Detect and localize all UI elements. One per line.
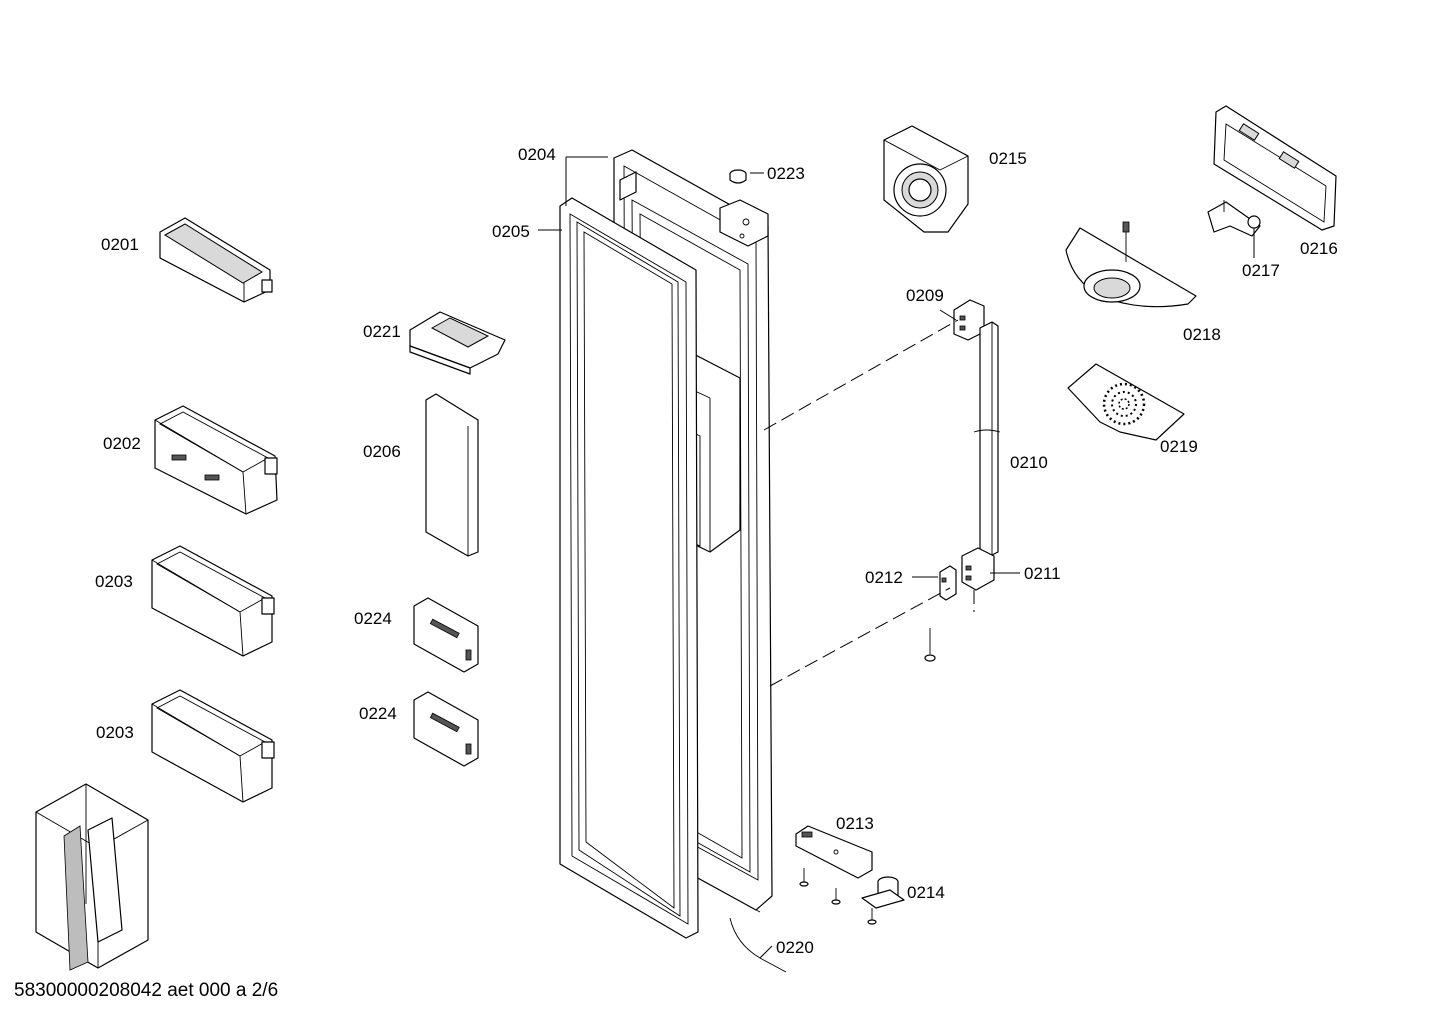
door-bin-0202 [154, 405, 278, 515]
cover-0224-lower [413, 691, 479, 767]
funnel-0218 [1065, 221, 1197, 308]
door-shelf-0201 [159, 217, 273, 303]
label-0212: 0212 [865, 568, 903, 587]
bracket-0211 [961, 547, 995, 591]
lever-0217 [1207, 200, 1261, 237]
label-0202: 0202 [103, 434, 141, 453]
door-bin-0203-lower [151, 689, 275, 803]
label-0224-upper: 0224 [354, 609, 392, 628]
dispenser-cover-0221 [409, 311, 506, 375]
label-0215: 0215 [989, 149, 1027, 168]
label-0223: 0223 [767, 164, 805, 183]
label-0220: 0220 [776, 938, 814, 957]
screws-0214 [799, 868, 877, 925]
label-0210: 0210 [1010, 453, 1048, 472]
label-0201: 0201 [101, 235, 139, 254]
door-bin-0203-upper [151, 545, 275, 657]
label-0218: 0218 [1183, 325, 1221, 344]
grille-0219 [1067, 363, 1185, 441]
screw-near-0211 [924, 628, 936, 662]
label-0213: 0213 [836, 814, 874, 833]
label-0204: 0204 [518, 145, 556, 164]
label-0203-upper: 0203 [95, 572, 133, 591]
label-0203-lower: 0203 [96, 723, 134, 742]
door-gasket-0205 [559, 197, 699, 939]
fridge-locator-icon [35, 783, 149, 971]
label-0216: 0216 [1300, 239, 1338, 258]
assembly-line-upper [763, 319, 959, 431]
clip-0212 [939, 565, 957, 601]
cover-0224-upper [413, 597, 479, 673]
panel-0206 [425, 393, 479, 557]
label-0217: 0217 [1242, 261, 1280, 280]
label-0206: 0206 [363, 442, 401, 461]
assembly-line-lower [769, 587, 951, 687]
motor-housing-0215 [883, 125, 969, 233]
cable-0220 [729, 917, 787, 973]
label-0221: 0221 [363, 322, 401, 341]
label-0219: 0219 [1160, 437, 1198, 456]
hinge-0213 [795, 825, 873, 879]
flap-0216 [1213, 105, 1337, 231]
label-0214: 0214 [907, 883, 945, 902]
label-0205: 0205 [492, 222, 530, 241]
plug-0223 [729, 169, 747, 184]
rail-0210 [973, 321, 1001, 559]
hinge-pin-0214 [861, 876, 905, 909]
drawing-reference-footer: 58300000208042 aet 000 a 2/6 [14, 980, 279, 1001]
leader-lines [538, 156, 1255, 959]
label-0211: 0211 [1024, 564, 1061, 583]
label-0224-lower: 0224 [359, 704, 397, 723]
label-0209: 0209 [906, 286, 944, 305]
